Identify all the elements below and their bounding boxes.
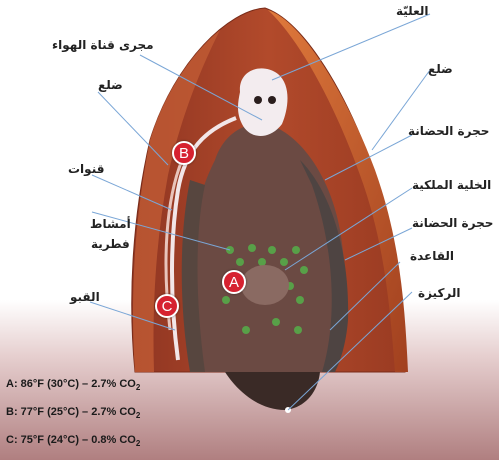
marker-a: A <box>222 270 246 294</box>
legend: A: 86°F (30°C) – 2.7% CO2 B: 77°F (25°C)… <box>6 372 246 457</box>
legend-value-c: 75°F (24°C) – 0.8% CO <box>21 434 136 446</box>
label-fungus-combs: أمشاط فطرية <box>90 214 131 254</box>
label-cellar: القبو <box>70 290 100 304</box>
legend-sub-b: 2 <box>136 411 140 420</box>
legend-value-a: 86°F (30°C) – 2.7% CO <box>21 378 136 390</box>
marker-c: C <box>155 294 179 318</box>
legend-key-c: C: <box>6 434 18 446</box>
legend-sub-a: 2 <box>136 383 140 392</box>
legend-key-a: A: <box>6 378 18 390</box>
legend-row-b: B: 77°F (25°C) – 2.7% CO2 <box>6 400 246 428</box>
label-rib-left: ضلع <box>98 78 123 92</box>
label-royal-cell: الخلية الملكية <box>412 178 491 192</box>
legend-row-c: C: 75°F (24°C) – 0.8% CO2 <box>6 428 246 456</box>
label-base: القاعدة <box>410 249 454 263</box>
attic-chamber <box>238 68 288 136</box>
legend-key-b: B: <box>6 406 18 418</box>
royal-cell <box>241 265 289 305</box>
label-nursery-upper: حجرة الحضانة <box>408 124 489 138</box>
legend-sub-c: 2 <box>136 440 140 449</box>
legend-row-a: A: 86°F (30°C) – 2.7% CO2 <box>6 372 246 400</box>
legend-value-b: 77°F (25°C) – 2.7% CO <box>21 406 136 418</box>
label-rib-right: ضلع <box>428 62 453 76</box>
label-air-duct: مجرى قناة الهواء <box>52 38 154 52</box>
attic-hole-1 <box>254 96 262 104</box>
label-channels: قنوات <box>68 162 104 176</box>
attic-hole-2 <box>268 96 276 104</box>
label-nursery-lower: حجرة الحضانة <box>412 216 493 230</box>
label-keel: الركيزة <box>418 286 461 300</box>
label-chimney: العليّة <box>396 4 428 18</box>
marker-b: B <box>172 141 196 165</box>
